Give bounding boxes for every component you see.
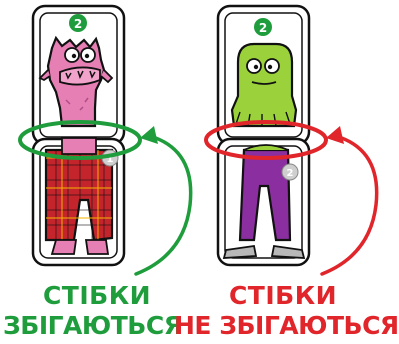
right-piece-number: 2	[287, 168, 294, 179]
right-red-arrow	[322, 136, 377, 274]
green-monster	[232, 44, 296, 126]
left-caption-line1: СТІБКИ	[42, 283, 152, 309]
right-caption-line1: СТІБКИ	[228, 283, 338, 309]
left-card: 2 1	[20, 6, 191, 274]
right-caption-line2: НЕ ЗБІГАЮТЬСЯ	[174, 313, 396, 339]
right-card: 2 2	[206, 6, 377, 274]
right-caption-rest: ЗБІГАЮТЬСЯ	[211, 311, 399, 340]
left-caption-line2: ЗБІГАЮТЬСЯ	[3, 313, 171, 339]
right-caption-negation: НЕ	[174, 311, 211, 340]
right-card-number: 2	[259, 21, 267, 35]
left-green-arrow	[136, 136, 191, 274]
left-card-number: 2	[74, 17, 82, 31]
